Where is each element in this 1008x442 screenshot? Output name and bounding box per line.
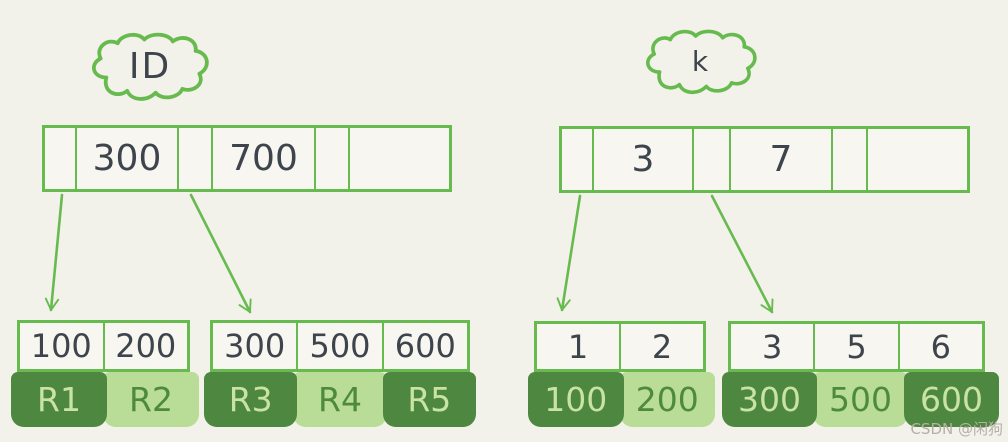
record-cell: R2: [103, 372, 199, 427]
record-cell: R5: [382, 372, 476, 427]
cloud-outline-icon: [646, 29, 757, 95]
id-leaf1-records: R1 R2: [11, 372, 199, 427]
arrow-id-root-to-leaf2: [189, 193, 252, 314]
id-index-cloud: ID: [76, 30, 224, 106]
leaf-key-cell: 300: [213, 323, 299, 369]
record-cell: 300: [722, 372, 817, 427]
root-key-cell: 3: [594, 129, 694, 190]
id-leaf1-keys: 100 200: [17, 320, 190, 372]
id-root-node: 300 700: [42, 125, 452, 192]
arrow-k-root-to-leaf2: [710, 194, 774, 314]
root-empty-cell: [868, 129, 967, 190]
root-pointer-cell: [45, 128, 77, 189]
record-cell: 600: [904, 372, 999, 427]
arrow-k-root-to-leaf1: [556, 194, 582, 312]
record-cell: R4: [293, 372, 387, 427]
k-leaf1-records: 100 200: [528, 372, 715, 427]
k-cloud-label: k: [691, 44, 711, 78]
root-key-cell: 700: [213, 128, 316, 189]
id-leaf2-records: R3 R4 R5: [204, 372, 476, 427]
k-leaf2-keys: 3 5 6: [728, 321, 985, 372]
leaf-key-cell: 6: [930, 327, 951, 366]
leaf-key-cell: 200: [115, 327, 177, 365]
k-leaf1-keys: 1 2: [534, 321, 706, 372]
id-leaf2-keys: 300 500 600: [210, 320, 470, 372]
leaf-key-cell: 5: [815, 324, 900, 369]
id-cloud-label: ID: [128, 45, 172, 87]
record-cell: R3: [204, 372, 298, 427]
arrow-id-root-to-leaf1: [44, 193, 64, 312]
cloud-outline-icon: [91, 32, 209, 101]
root-pointer-cell: [562, 129, 594, 190]
leaf-key-cell: 600: [394, 327, 456, 365]
leaf-key-cell: 1: [537, 324, 621, 369]
leaf-key-cell: 500: [298, 323, 384, 369]
root-pointer-cell: [694, 129, 731, 190]
leaf-key-cell: 100: [20, 323, 105, 369]
record-cell: R1: [11, 372, 107, 427]
record-cell: 500: [813, 372, 908, 427]
leaf-key-cell: 3: [731, 324, 816, 369]
k-leaf2-records: 300 500 600: [722, 372, 999, 427]
k-root-node: 3 7: [559, 126, 970, 193]
record-cell: 100: [528, 372, 624, 427]
root-key-cell: 300: [77, 128, 179, 189]
k-index-cloud: k: [634, 27, 768, 99]
root-pointer-cell: [179, 128, 213, 189]
root-key-cell: 7: [731, 129, 833, 190]
root-pointer-cell: [316, 128, 350, 189]
record-cell: 200: [619, 372, 715, 427]
root-pointer-cell: [833, 129, 868, 190]
watermark: CSDN @闲狗: [910, 420, 1003, 438]
root-empty-cell: [350, 128, 449, 189]
leaf-key-cell: 2: [651, 327, 673, 366]
